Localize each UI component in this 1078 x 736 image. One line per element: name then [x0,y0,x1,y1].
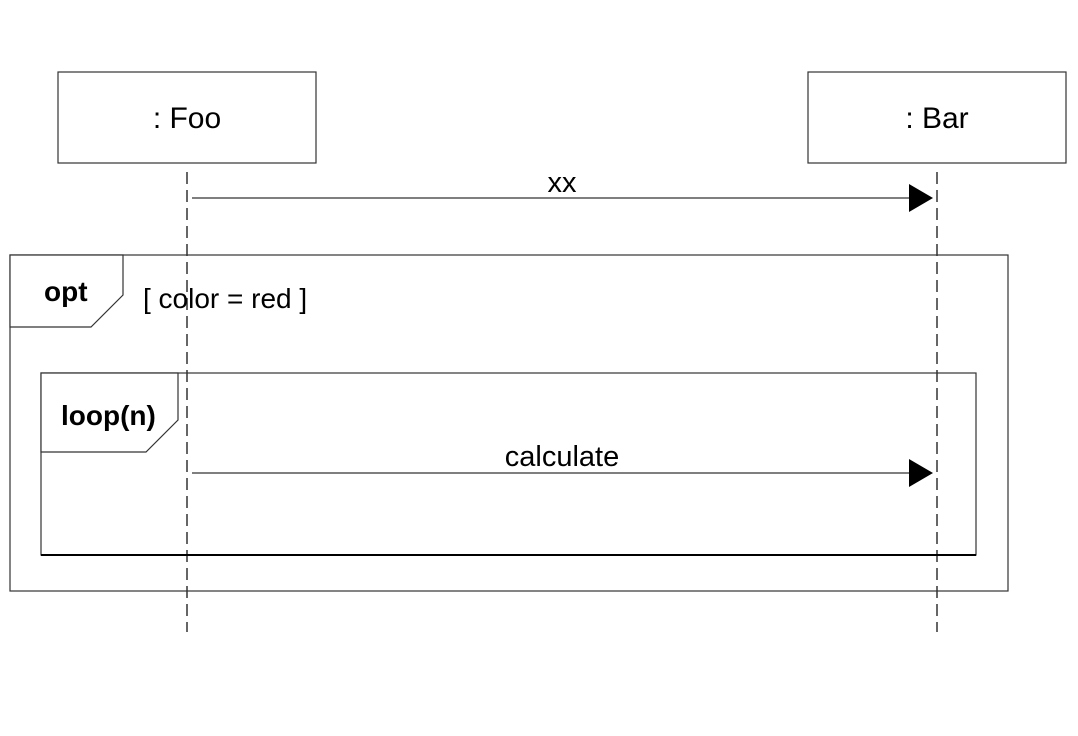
message-xx[interactable]: xx [192,167,933,212]
fragment-loop-operator: loop(n) [61,400,156,431]
message-calculate[interactable]: calculate [192,441,933,487]
lifeline-foo-box[interactable] [57,71,317,164]
fragment-opt-guard: [ color = red ] [143,283,307,314]
lifeline-foo-label: : Foo [153,102,221,135]
fragment-opt-frame[interactable] [9,254,1009,592]
lifeline-foo[interactable]: : Foo [57,71,317,164]
message-xx-arrowhead [909,184,933,212]
lifeline-bar-box[interactable] [807,71,1067,164]
fragment-opt[interactable]: opt [ color = red ] [9,254,1009,592]
message-calculate-label: calculate [505,441,619,473]
lifeline-bar[interactable]: : Bar [807,71,1067,164]
message-calculate-arrowhead [909,459,933,487]
fragment-loop[interactable]: loop(n) [40,372,977,556]
fragment-opt-operator: opt [44,276,88,307]
fragment-opt-tab [9,254,124,328]
lifeline-bar-label: : Bar [905,102,968,135]
fragment-loop-tab [40,372,179,453]
message-xx-label: xx [548,167,578,199]
